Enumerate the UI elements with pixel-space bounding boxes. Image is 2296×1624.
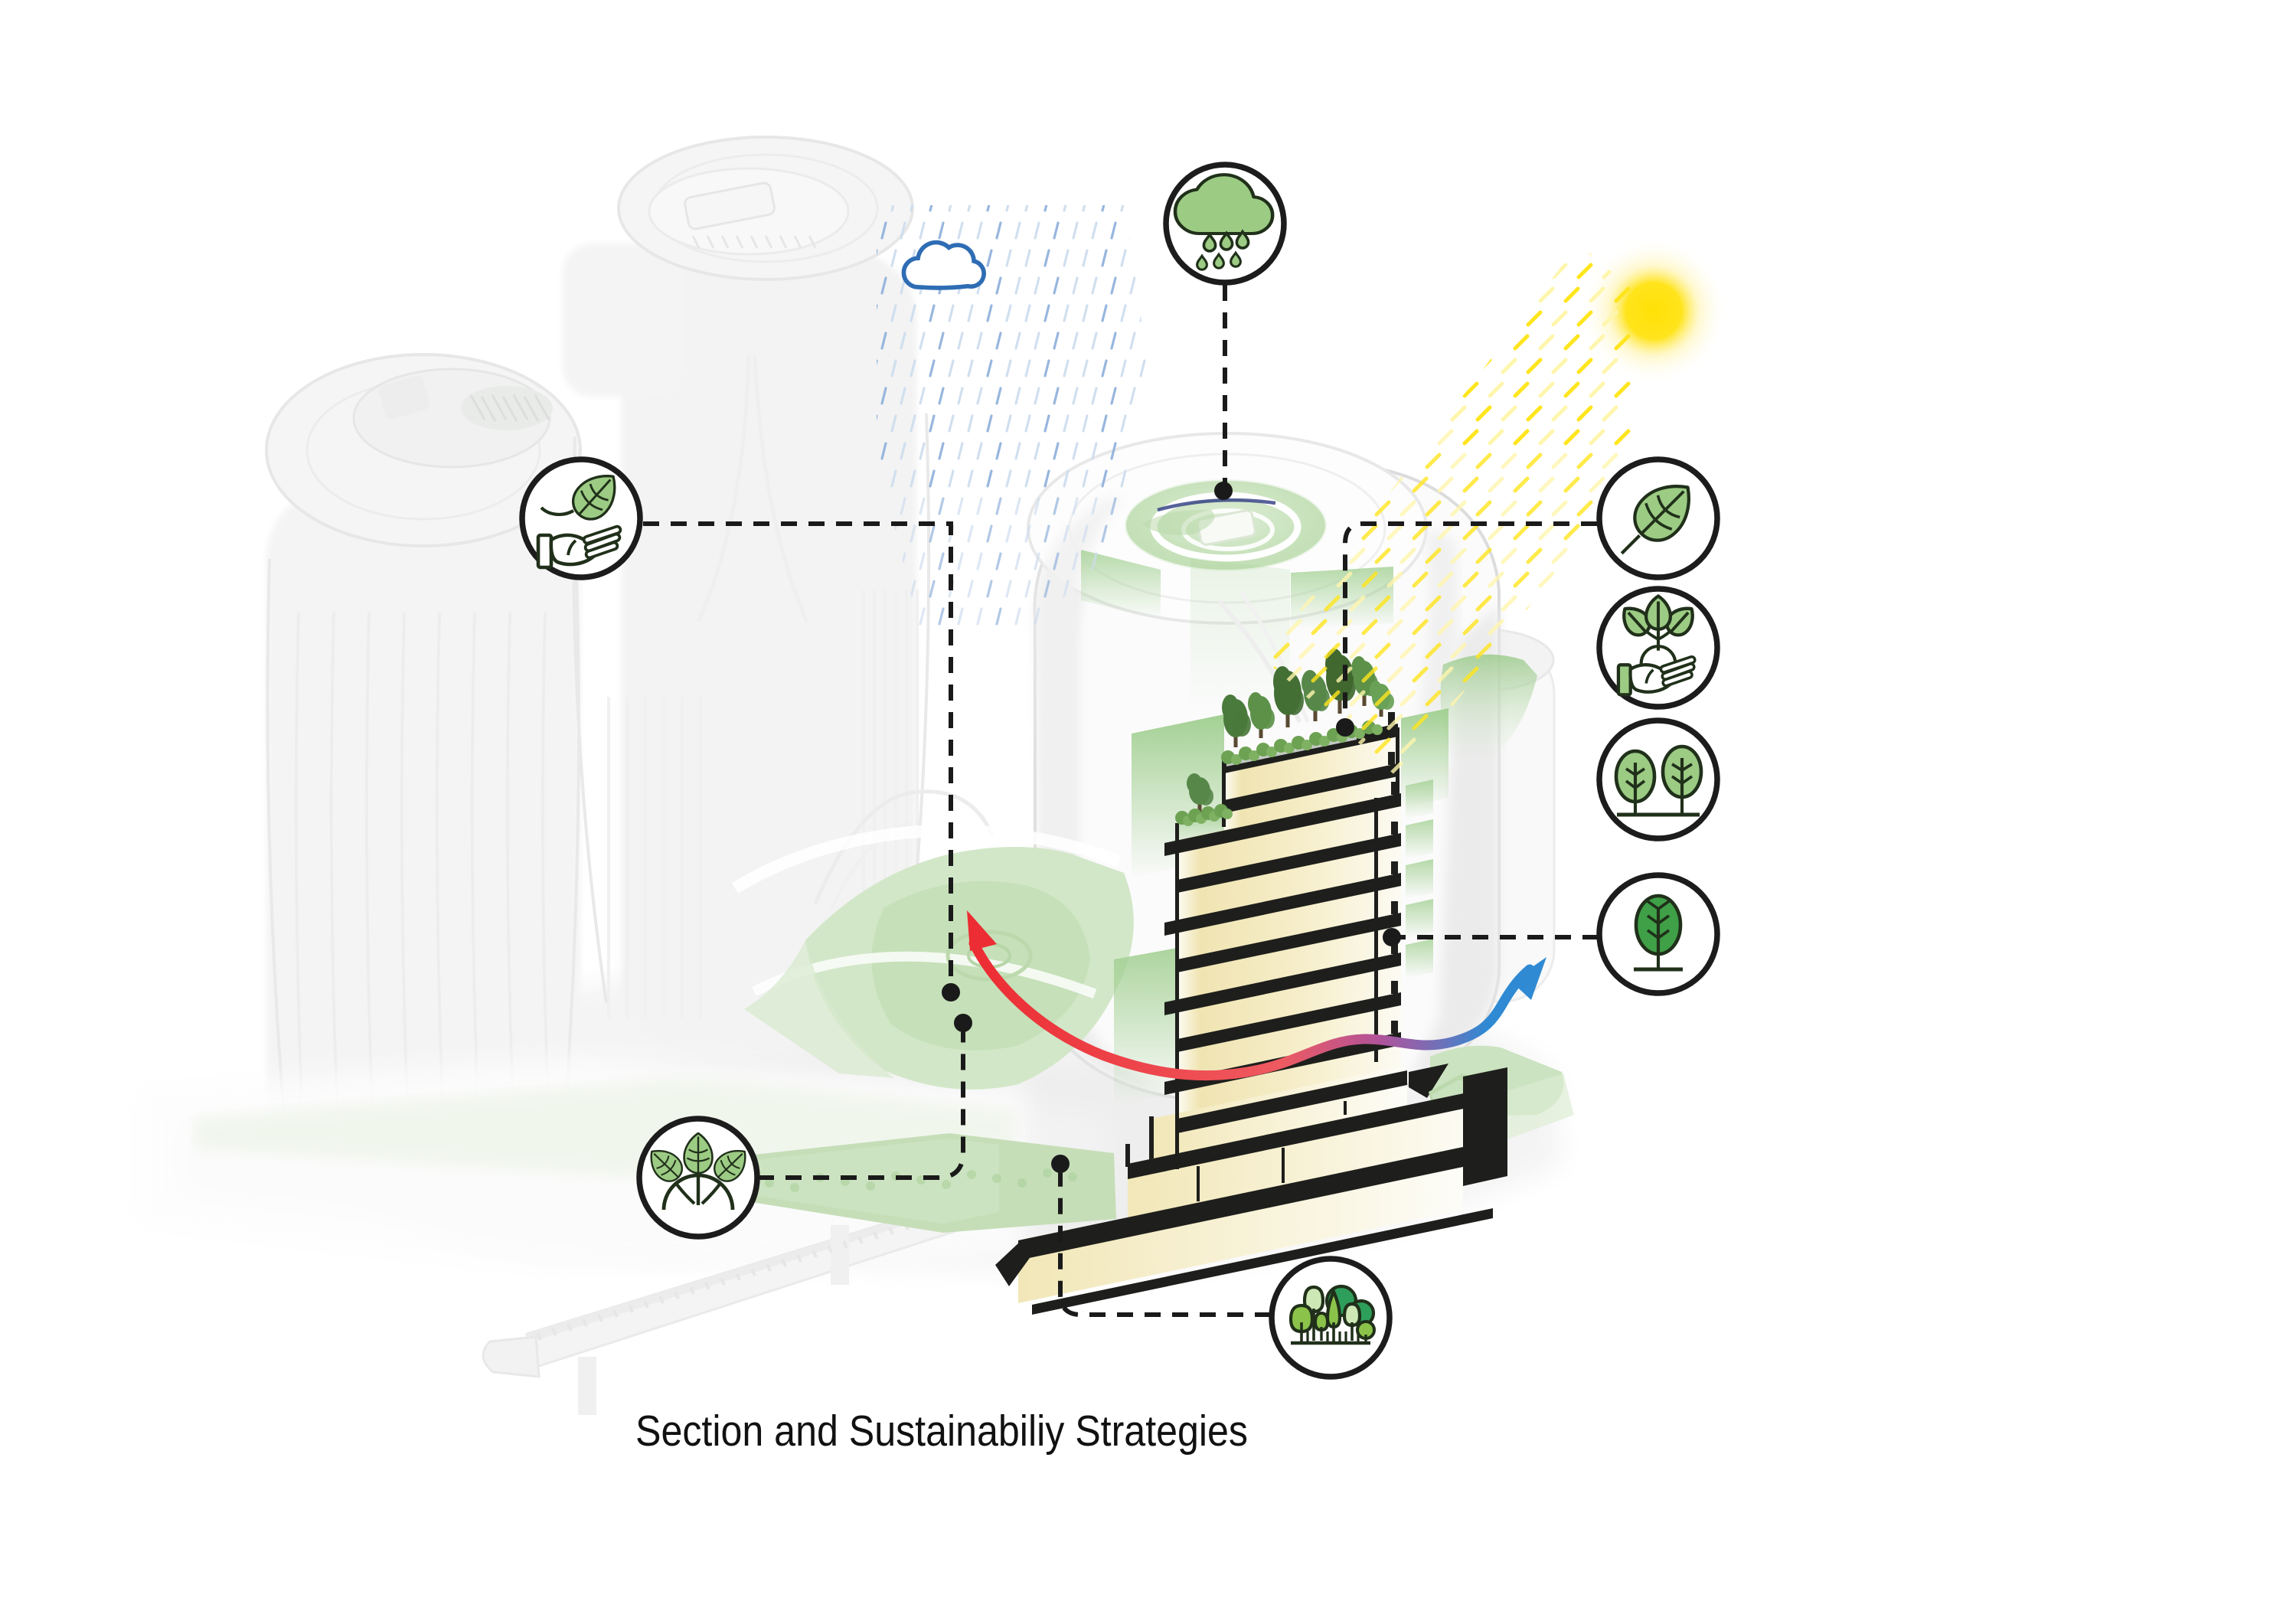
svg-text:Section and Sustainabiliy Stra: Section and Sustainabiliy Strategies — [635, 1407, 1248, 1456]
